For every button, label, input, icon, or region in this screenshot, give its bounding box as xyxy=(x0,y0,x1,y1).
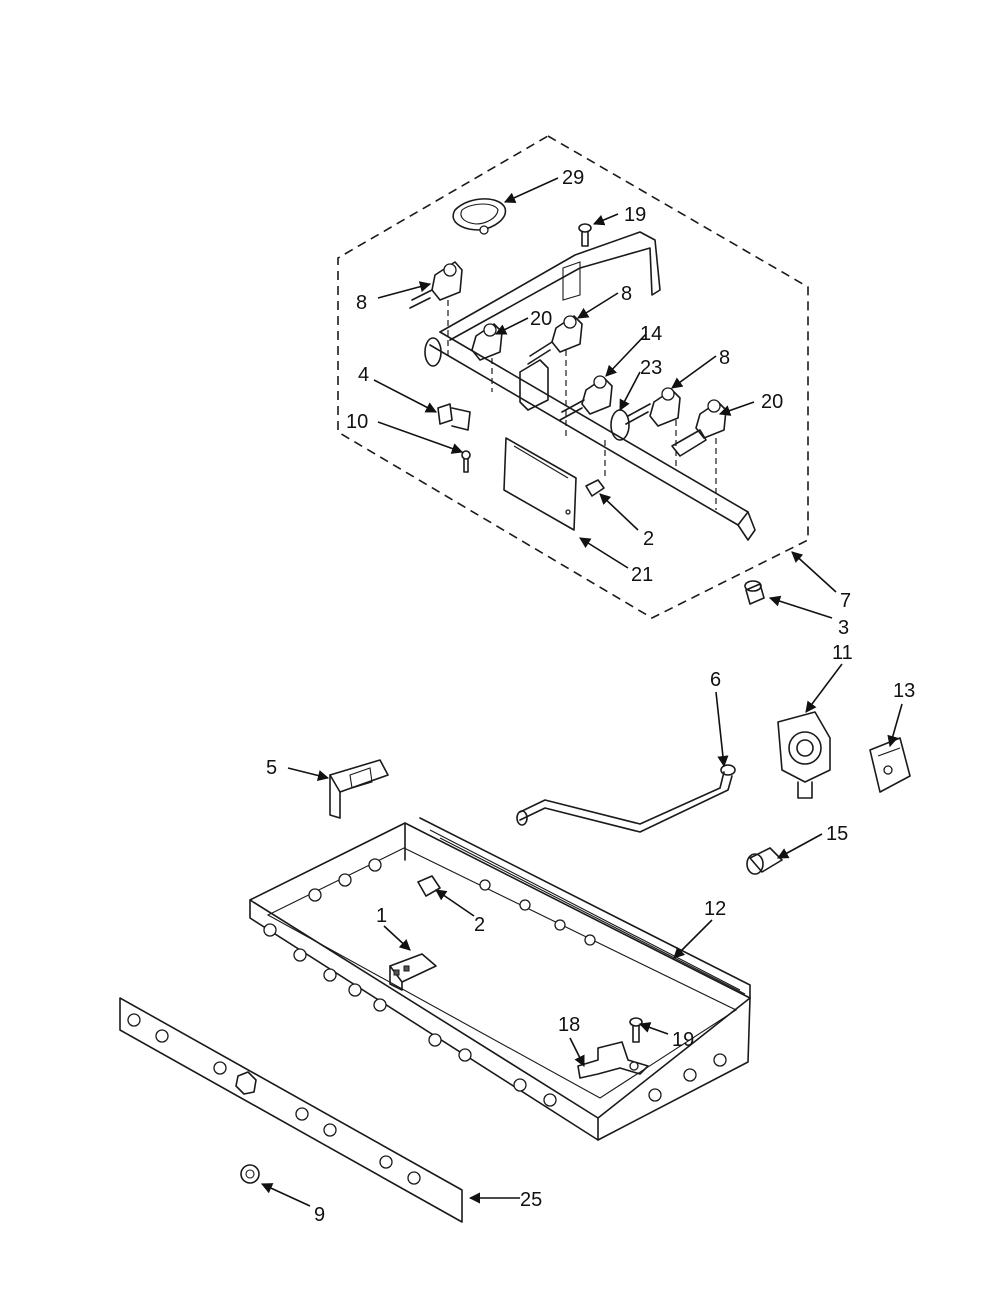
callout-5: 5 xyxy=(266,757,277,779)
manifold-pipe xyxy=(424,231,756,541)
callout-12: 12 xyxy=(704,898,726,920)
regulator-11 xyxy=(777,711,831,799)
callout-7: 7 xyxy=(840,590,851,612)
callout-1: 1 xyxy=(376,905,387,927)
callout-8-right: 8 xyxy=(719,347,730,369)
callout-21: 21 xyxy=(631,564,653,586)
callout-15: 15 xyxy=(826,823,848,845)
callout-29: 29 xyxy=(562,167,584,189)
callout-6: 6 xyxy=(710,669,721,691)
burner-valve-far-right xyxy=(671,399,727,510)
callout-13: 13 xyxy=(893,680,915,702)
clip-4 xyxy=(437,403,471,431)
callout-2-upper: 2 xyxy=(643,528,654,550)
screw-19-lower xyxy=(629,1017,643,1043)
orifice-23 xyxy=(604,409,630,480)
fitting-3 xyxy=(744,580,765,605)
callout-2-lower: 2 xyxy=(474,914,485,936)
manifold-assembly-outline xyxy=(337,135,809,619)
connector-1 xyxy=(389,953,437,991)
callout-14: 14 xyxy=(640,323,662,345)
callout-19-top: 19 xyxy=(624,204,646,226)
burner-valve-right xyxy=(625,387,681,470)
callout-25: 25 xyxy=(520,1189,542,1211)
callout-8-left: 8 xyxy=(356,292,367,314)
base-pan-12 xyxy=(249,817,751,1141)
screw-19-top xyxy=(578,223,592,247)
callout-11: 11 xyxy=(832,642,853,664)
leader-lines xyxy=(260,177,903,1207)
burner-valve-14 xyxy=(559,375,613,421)
callout-20-upper: 20 xyxy=(530,308,552,330)
callout-9: 9 xyxy=(314,1204,325,1226)
callout-18: 18 xyxy=(558,1014,580,1036)
fitting-15 xyxy=(746,847,783,875)
callout-20-right: 20 xyxy=(761,391,783,413)
callout-3: 3 xyxy=(838,617,849,639)
gas-tube-6 xyxy=(516,764,736,833)
callout-10: 10 xyxy=(346,411,368,433)
burner-valve-mid xyxy=(527,315,583,440)
plate-21 xyxy=(503,437,577,531)
knob-insert-9 xyxy=(240,1164,260,1184)
callout-4: 4 xyxy=(358,364,369,386)
callout-8-mid: 8 xyxy=(621,283,632,305)
gasket-29 xyxy=(452,198,507,235)
burner-valve-left xyxy=(409,261,463,360)
screw-10 xyxy=(461,450,471,473)
callout-23: 23 xyxy=(640,357,662,379)
burner-valve-upper-mid xyxy=(471,323,503,392)
electrode-2-upper xyxy=(585,479,605,497)
bracket-13 xyxy=(869,737,911,793)
bracket-18 xyxy=(577,1041,649,1079)
valve-bracket-center xyxy=(519,359,549,411)
bracket-5 xyxy=(329,759,389,819)
electrode-2-lower xyxy=(417,875,441,897)
front-panel-25 xyxy=(119,997,463,1223)
callout-19-lower: 19 xyxy=(672,1029,694,1051)
